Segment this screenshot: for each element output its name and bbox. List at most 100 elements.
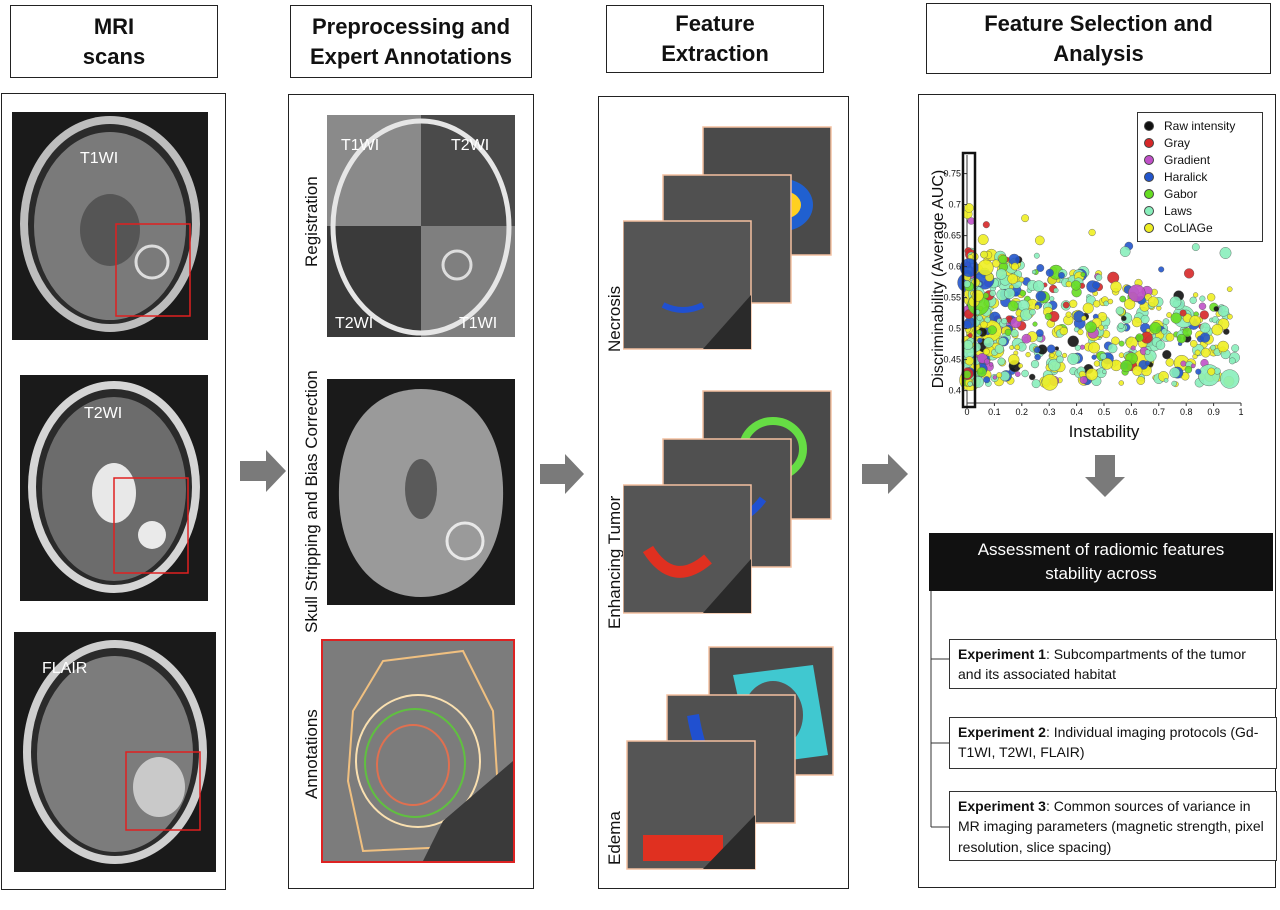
scatter-point: [1195, 368, 1202, 375]
flair-brain-graphic: [23, 640, 207, 864]
scatter-point: [1162, 350, 1172, 360]
scatter-point: [1124, 298, 1136, 310]
scatter-point: [967, 217, 975, 225]
experiment-1-title: Experiment 1: [958, 646, 1046, 662]
y-tick-label: 0.6: [948, 262, 961, 272]
scatter-point: [964, 356, 974, 366]
legend-item: Gray: [1144, 134, 1256, 151]
scatter-point: [1033, 280, 1045, 292]
scatter-point: [977, 337, 983, 344]
scatter-point: [1045, 268, 1054, 277]
x-tick-label: 0.3: [1043, 407, 1056, 417]
enhancing-feature-stack: [623, 390, 832, 614]
scatter-point: [1207, 293, 1216, 302]
scatter-point: [980, 320, 988, 329]
scatter-point: [1011, 262, 1019, 271]
scatter-point: [1136, 376, 1146, 385]
preprocessing-panel: Registration T1WI T2WI T2WI T1WI Skull S…: [288, 94, 534, 889]
scatter-point: [1118, 352, 1125, 358]
scatter-point: [983, 376, 991, 384]
scatter-point: [1199, 332, 1211, 343]
scatter-point: [998, 254, 1008, 265]
scatter-point: [1117, 322, 1125, 330]
flair-label: FLAIR: [42, 660, 88, 677]
t1wi-scan-image: T1WI: [12, 112, 208, 340]
scatter-point: [1140, 314, 1150, 324]
scatter-point: [1144, 349, 1151, 355]
header-feature-selection-text: Feature Selection and Analysis: [984, 10, 1213, 66]
scatter-point: [1093, 360, 1101, 367]
scatter-point: [1019, 290, 1027, 297]
scatter-point: [1169, 367, 1181, 379]
scatter-point: [977, 234, 989, 246]
t1-brain-graphic: [20, 116, 200, 332]
scatter-point: [1120, 360, 1133, 373]
scatter-point: [1176, 333, 1187, 344]
scatter-point: [1059, 327, 1068, 336]
scatter-point: [1101, 369, 1107, 375]
scatter-point: [1018, 276, 1025, 283]
header-preprocessing-text: Preprocessing and Expert Annotations: [309, 13, 513, 69]
t2wi-scan-image: T2WI: [20, 375, 208, 601]
legend-swatch: [1144, 120, 1154, 131]
experiment-1-text: : Subcompartments of the tumor and its a…: [958, 646, 1246, 683]
legend-swatch: [1144, 205, 1154, 216]
arrow-right-icon: [240, 450, 286, 492]
arrow-right-icon: [862, 454, 908, 494]
scatter-point: [1115, 306, 1125, 316]
experiment-3: Experiment 3: Common sources of variance…: [949, 791, 1277, 861]
scatter-point: [1056, 355, 1064, 364]
scatter-point: [1194, 349, 1201, 356]
scatter-point: [1228, 357, 1236, 365]
legend-label: Laws: [1164, 203, 1193, 218]
scatter-point: [1190, 339, 1198, 348]
scatter-point: [1107, 343, 1118, 354]
scatter-point: [1035, 290, 1047, 302]
scatter-point: [1008, 354, 1020, 366]
x-tick-label: 1: [1238, 407, 1243, 417]
scatter-point: [992, 375, 998, 380]
scatter-point: [1088, 228, 1096, 237]
legend-item: Laws: [1144, 202, 1256, 219]
scatter-point: [994, 344, 1005, 354]
header-preprocessing: Preprocessing and Expert Annotations: [290, 5, 532, 78]
highlight-box: [961, 151, 977, 409]
experiment-3-text: : Common sources of variance in MR imagi…: [958, 798, 1264, 855]
x-tick-label: 0.8: [1180, 407, 1193, 417]
legend-label: CoLlAGe: [1164, 220, 1213, 235]
registration-label: Registration: [302, 176, 321, 267]
y-tick-label: 0.75: [943, 169, 961, 179]
scatter-point: [1049, 296, 1055, 302]
scatter-point: [976, 314, 983, 321]
scatter-point: [1074, 344, 1081, 351]
scatter-point: [995, 268, 1007, 280]
scatter-point: [983, 337, 994, 348]
scatter-point: [1199, 310, 1209, 320]
scatter-point: [982, 221, 990, 229]
scatter-point: [988, 362, 994, 367]
scatter-point: [1091, 354, 1097, 360]
scatter-point: [1007, 273, 1018, 285]
scatter-point: [1199, 322, 1211, 334]
feature-extraction-panel: Necrosis Enhancing Tumor Edema: [598, 96, 849, 889]
y-tick-label: 0.55: [943, 293, 961, 303]
scatter-point: [1169, 296, 1182, 308]
scatter-point: [1128, 284, 1146, 302]
scatter-point: [1092, 281, 1101, 290]
legend-label: Raw intensity: [1164, 118, 1236, 133]
t2wi-label: T2WI: [84, 405, 123, 422]
scatter-point: [1032, 321, 1038, 327]
scatter-point: [989, 290, 996, 297]
annotations-graphic: [323, 641, 513, 861]
scatter-point: [1018, 363, 1023, 369]
y-tick-label: 0.7: [948, 200, 961, 210]
x-tick-label: 0: [964, 407, 969, 417]
scatter-point: [1095, 274, 1103, 281]
legend-item: Gradient: [1144, 151, 1256, 168]
legend-label: Gradient: [1164, 152, 1211, 167]
scatter-point: [1101, 357, 1113, 370]
registration-q1: T1WI: [341, 137, 380, 154]
edema-label: Edema: [605, 811, 624, 865]
scatter-point: [1028, 373, 1036, 381]
